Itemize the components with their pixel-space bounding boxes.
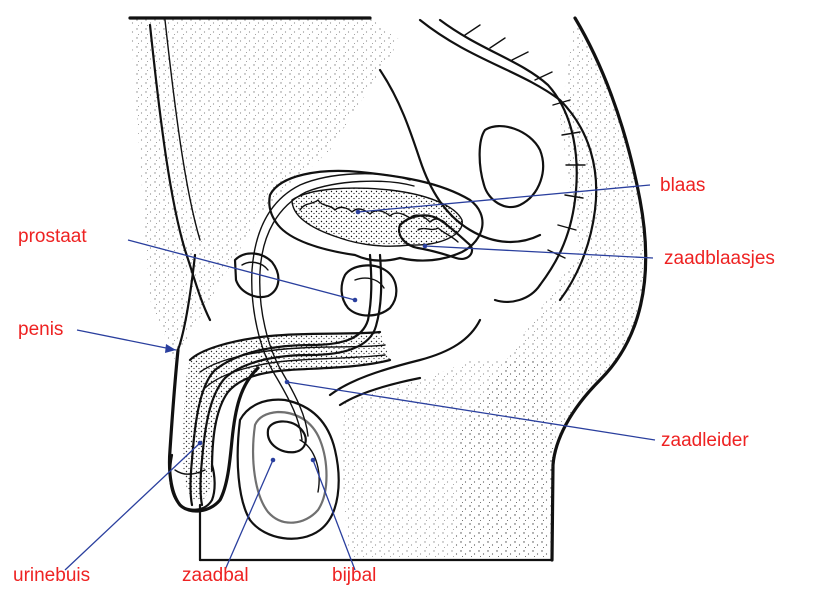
leader-dot-zaadleider (285, 380, 290, 385)
label-urinebuis: urinebuis (13, 566, 90, 585)
label-penis: penis (18, 320, 63, 339)
leader-zaadbal (225, 460, 273, 570)
label-blaas: blaas (660, 176, 705, 195)
label-bijbal: bijbal (332, 566, 376, 585)
leader-dot-bijbal (311, 458, 316, 463)
pubic-bone (235, 253, 278, 297)
leader-dot-prostaat (353, 298, 358, 303)
leader-dot-zaadbal (271, 458, 276, 463)
label-zaadleider: zaadleider (661, 431, 749, 450)
leader-dot-urinebuis (198, 441, 203, 446)
scrotum (238, 400, 339, 539)
leader-dot-zaadblaasjes (423, 244, 428, 249)
leader-penis (77, 330, 176, 350)
label-prostaat: prostaat (18, 227, 87, 246)
leader-dot-blaas (356, 210, 361, 215)
label-zaadblaasjes: zaadblaasjes (664, 249, 775, 268)
label-zaadbal: zaadbal (182, 566, 249, 585)
